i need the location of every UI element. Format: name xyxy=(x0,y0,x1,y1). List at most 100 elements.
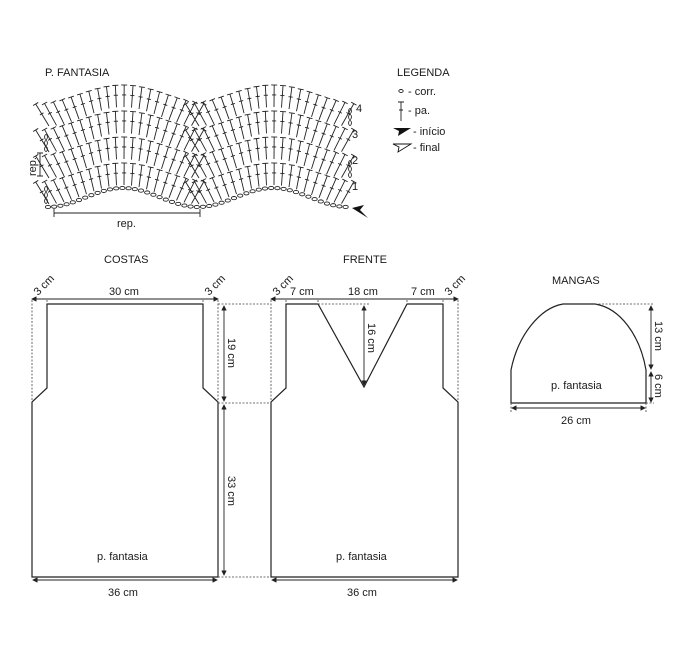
stitch-top-bar xyxy=(138,138,145,140)
stitch-top-bar xyxy=(226,170,233,174)
turning-chain xyxy=(44,186,48,192)
stitch-top-bar xyxy=(218,173,225,177)
double-crochet-stitch xyxy=(168,123,178,146)
stitch-top-bar xyxy=(200,152,207,156)
chain-stitch xyxy=(237,193,244,198)
legend-label-final: - final xyxy=(413,142,440,154)
stitch-top-bar xyxy=(342,100,348,105)
chain-stitch xyxy=(243,191,250,196)
stitch-cross-bar xyxy=(56,110,61,114)
double-crochet-stitch xyxy=(264,85,267,108)
double-crochet-stitch xyxy=(194,181,207,204)
double-crochet-stitch xyxy=(264,163,267,186)
turning-chain xyxy=(44,192,48,198)
rep-horizontal-bracket xyxy=(53,209,201,217)
row-label-4: 4 xyxy=(356,103,362,115)
stitch-top-bar xyxy=(85,168,92,171)
stitch-cross-bar xyxy=(337,162,343,166)
double-crochet-stitch xyxy=(296,89,302,112)
chain-stitch xyxy=(218,200,225,205)
stitch-cross-bar xyxy=(64,108,69,111)
stitch-top-bar xyxy=(182,154,189,158)
double-crochet-stitch xyxy=(229,145,237,169)
double-crochet-stitch xyxy=(131,163,134,186)
double-crochet-stitch xyxy=(183,128,196,151)
double-crochet-stitch xyxy=(153,117,161,141)
mangas-stitch: p. fantasia xyxy=(551,380,603,392)
stitch-cross-bar xyxy=(179,161,184,164)
stitch-cross-bar xyxy=(214,160,219,163)
stitch-top-bar xyxy=(333,124,340,129)
stitch-top-bar xyxy=(183,150,190,155)
double-crochet-stitch xyxy=(296,167,302,190)
stitch-cross-bar xyxy=(329,161,334,164)
double-crochet-stitch xyxy=(341,181,355,204)
stitch-top-bar xyxy=(103,137,110,140)
stitch-cross-bar xyxy=(304,178,310,181)
chain-stitch xyxy=(119,185,126,191)
double-crochet-stitch xyxy=(256,86,260,109)
stitch-cross-bar xyxy=(197,137,202,141)
legend-label-pa: - pa. xyxy=(408,105,430,117)
mangas-width: 26 cm xyxy=(561,415,591,427)
stitch-top-bar xyxy=(235,142,242,145)
chain-stitch xyxy=(280,186,287,191)
stitch-cross-bar xyxy=(64,134,69,137)
double-crochet-stitch xyxy=(168,97,178,120)
double-crochet-stitch xyxy=(191,181,205,204)
stitch-top-bar xyxy=(156,168,163,172)
stitch-top-bar xyxy=(32,102,39,106)
double-crochet-stitch xyxy=(318,149,328,172)
double-crochet-stitch xyxy=(220,96,230,120)
chain-stitch xyxy=(317,199,324,204)
stitch-cross-bar xyxy=(337,136,343,140)
double-crochet-stitch xyxy=(341,103,355,126)
stitch-cross-bar xyxy=(288,148,293,150)
double-crochet-stitch xyxy=(238,169,245,192)
double-crochet-stitch xyxy=(88,143,95,166)
double-crochet-stitch xyxy=(311,172,319,196)
stitch-cross-bar xyxy=(238,100,244,103)
stitch-top-bar xyxy=(191,153,198,158)
mangas-side-height: 6 cm xyxy=(652,374,664,398)
stitch-cross-bar xyxy=(196,190,201,193)
stitch-cross-bar xyxy=(47,137,52,141)
stitch-cross-bar xyxy=(146,150,151,152)
chain-stitch xyxy=(51,204,58,209)
double-crochet-stitch xyxy=(161,94,169,118)
double-crochet-stitch xyxy=(176,152,187,175)
double-crochet-stitch xyxy=(211,151,222,174)
double-crochet-stitch xyxy=(211,177,222,200)
stitch-cross-bar xyxy=(64,186,69,189)
stitch-cross-bar xyxy=(171,132,176,135)
chain-stitch xyxy=(57,203,64,208)
double-crochet-stitch xyxy=(61,99,72,122)
stitch-chart-title: P. FANTASIA xyxy=(45,67,110,79)
double-crochet-stitch xyxy=(35,181,50,205)
chain-stitch xyxy=(230,196,238,201)
double-crochet-stitch xyxy=(97,114,102,137)
chain-stitch xyxy=(292,190,300,195)
chain-stitch xyxy=(75,198,83,203)
stitch-top-bar xyxy=(324,122,331,126)
stitch-top-bar xyxy=(253,137,260,140)
stitch-top-bar xyxy=(253,163,260,166)
double-crochet-stitch xyxy=(333,102,346,125)
double-crochet-stitch xyxy=(131,137,134,160)
stitch-cross-bar xyxy=(197,111,202,115)
stitch-cross-bar xyxy=(163,129,168,132)
stitch-cross-bar xyxy=(230,102,236,106)
double-crochet-stitch xyxy=(138,86,143,110)
stitch-top-bar xyxy=(200,126,207,130)
double-crochet-stitch xyxy=(52,127,65,151)
stitch-cross-bar xyxy=(88,152,94,155)
chain-stitch xyxy=(305,194,312,199)
stitch-top-bar xyxy=(165,119,172,123)
legend-label-inicio: - início xyxy=(413,126,445,138)
double-crochet-stitch xyxy=(194,103,207,126)
costas-shoulder-right: 3 cm xyxy=(203,273,228,298)
stitch-top-bar xyxy=(288,112,295,114)
double-crochet-stitch xyxy=(333,128,346,151)
double-crochet-stitch xyxy=(311,94,319,118)
stitch-top-bar xyxy=(209,150,216,154)
